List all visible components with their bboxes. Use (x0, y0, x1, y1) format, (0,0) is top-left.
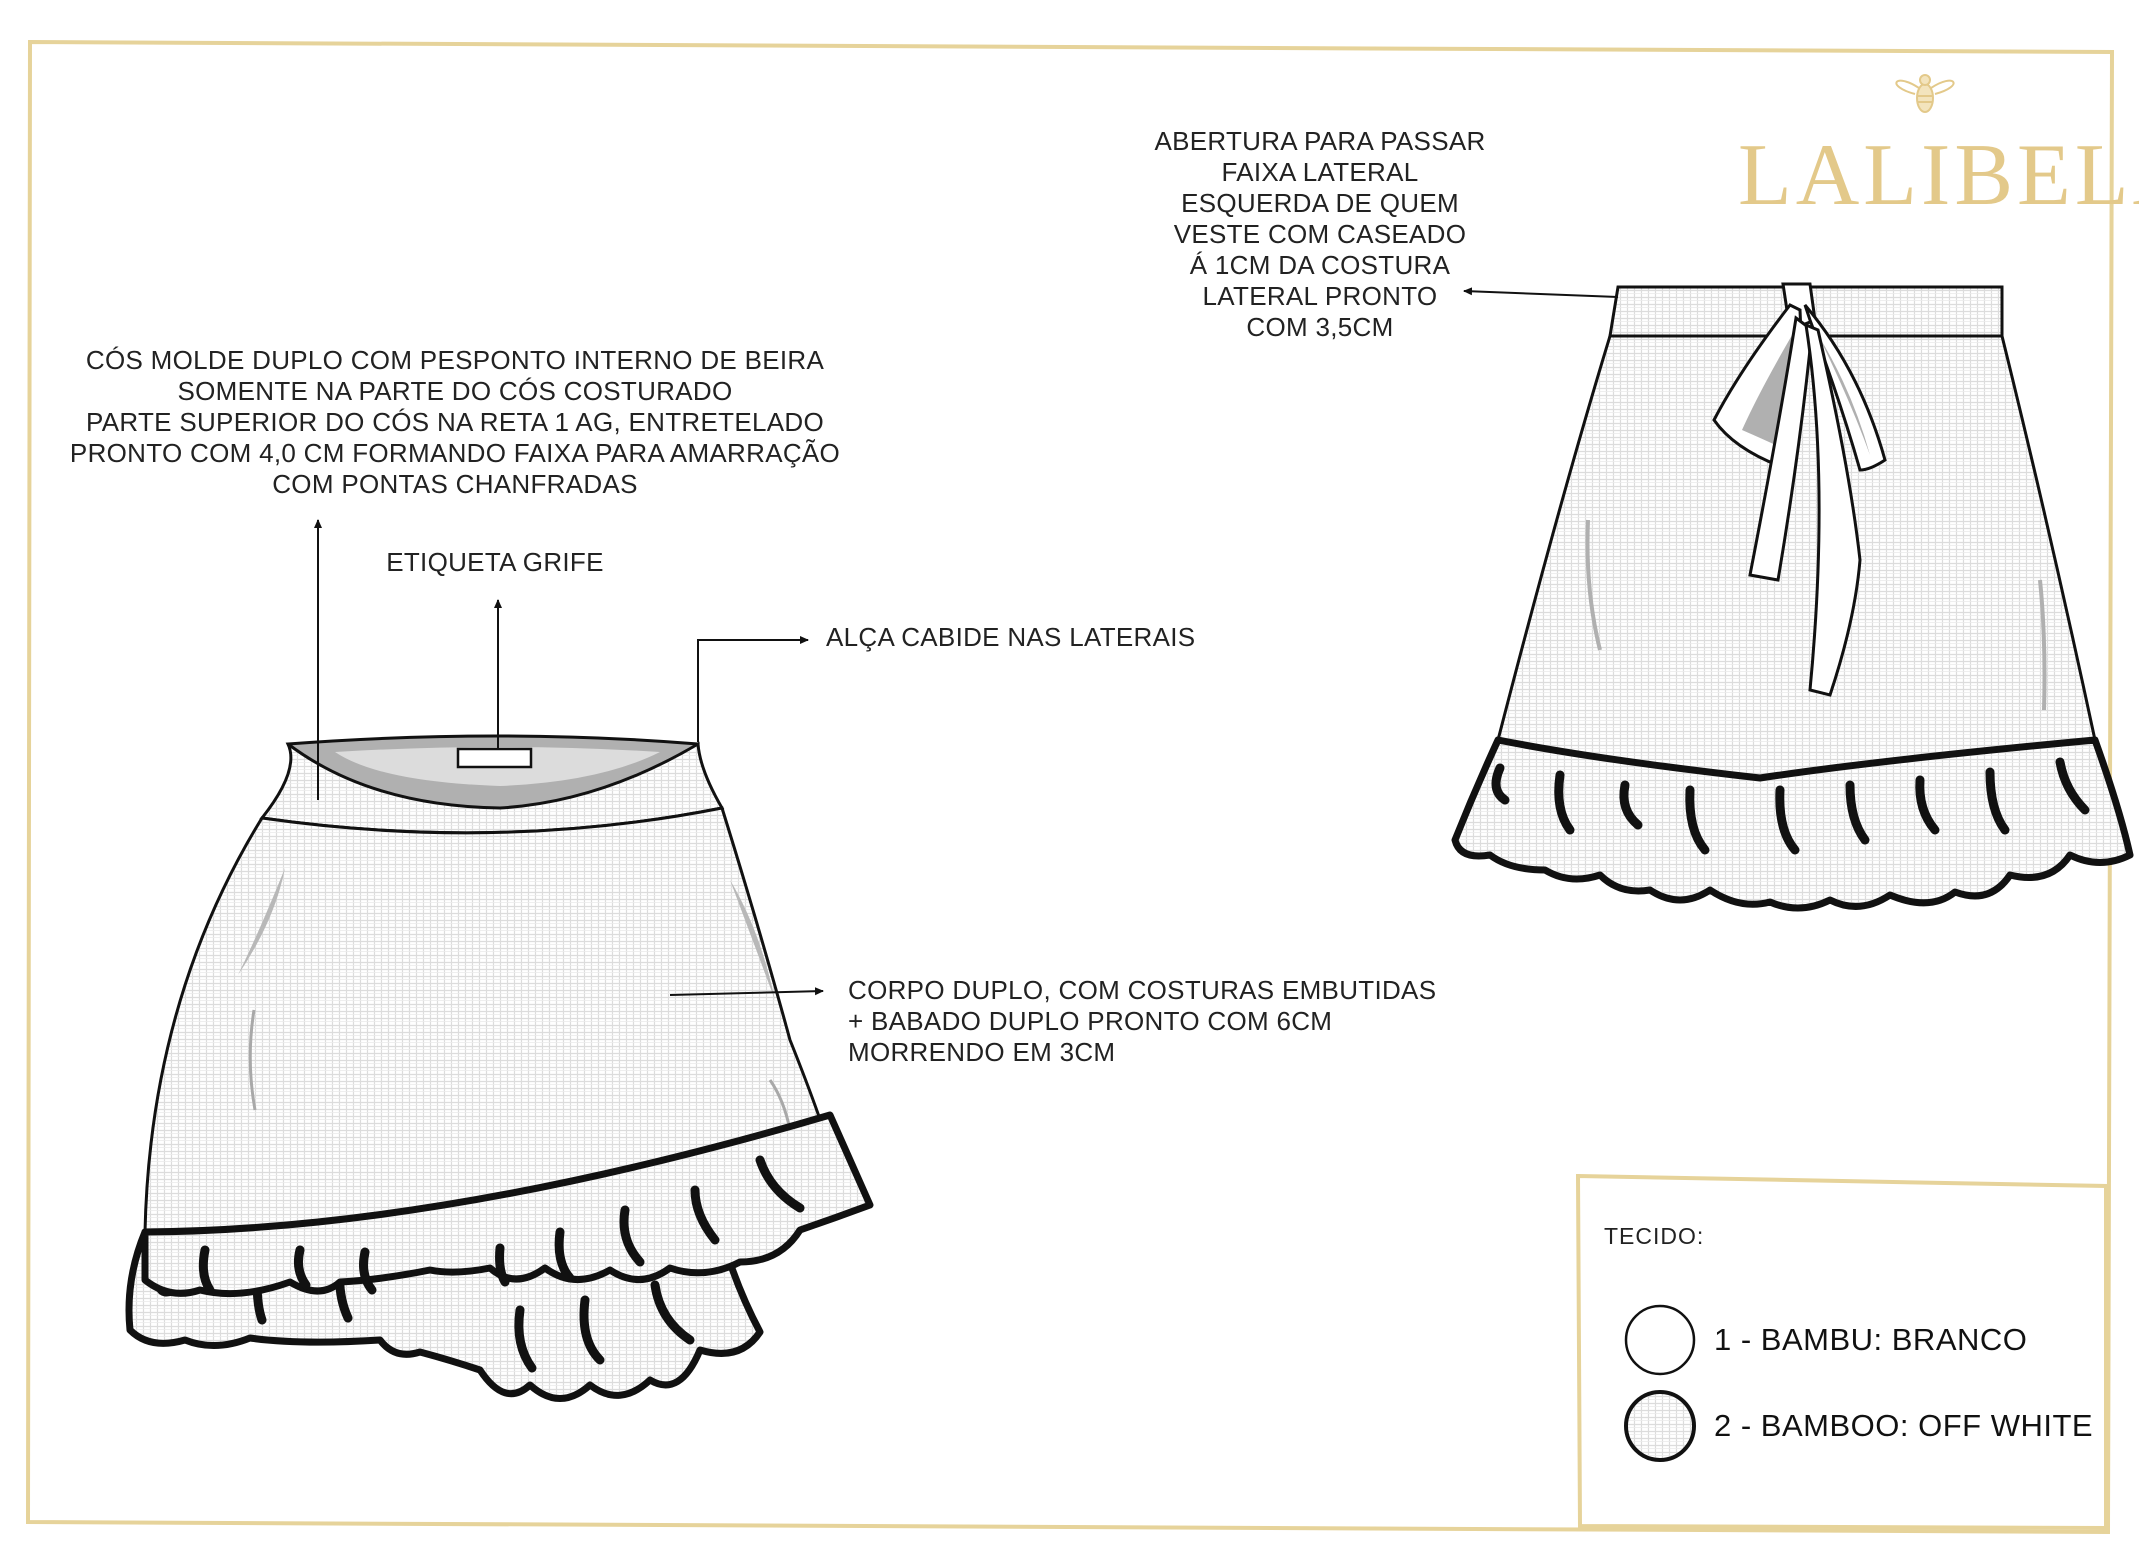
label-line: ETIQUETA GRIFE (386, 547, 604, 577)
waistband-line: PARTE SUPERIOR DO CÓS NA RETA 1 AG, ENTR… (86, 407, 824, 437)
swatch-plain-white (1624, 1304, 1696, 1376)
legend-item-1: 1 - BAMBU: BRANCO (1714, 1322, 2028, 1357)
opening-line: Á 1CM DA COSTURA (1189, 250, 1451, 280)
opening-line: ESQUERDA DE QUEM (1181, 188, 1459, 218)
front-upper-ruffle (141, 1111, 874, 1298)
fabric-legend-box (1575, 1173, 2108, 1531)
waistband-line: COM PONTAS CHANFRADAS (272, 469, 638, 499)
tie-streamer-right (1804, 322, 1862, 697)
opening-line: LATERAL PRONTO (1202, 281, 1438, 311)
waistband-annotation: CÓS MOLDE DUPLO COM PESPONTO INTERNO DE … (30, 345, 880, 500)
opening-line: VESTE COM CASEADO (1173, 219, 1467, 249)
opening-line: FAIXA LATERAL (1221, 157, 1419, 187)
body-line: + BABADO DUPLO PRONTO COM 6CM (848, 1006, 1333, 1036)
brand-label-tag (456, 747, 533, 769)
legend-title: TECIDO: (1604, 1223, 1705, 1249)
opening-line: ABERTURA PARA PASSAR (1154, 126, 1486, 156)
opening-annotation: ABERTURA PARA PASSAR FAIXA LATERAL ESQUE… (1130, 126, 1510, 343)
waistband-line: PRONTO COM 4,0 CM FORMANDO FAIXA PARA AM… (69, 438, 841, 468)
body-arrow (669, 987, 824, 996)
opening-line: COM 3,5CM (1246, 312, 1394, 342)
label-annotation: ETIQUETA GRIFE (340, 547, 650, 578)
body-annotation: CORPO DUPLO, COM COSTURAS EMBUTIDAS + BA… (848, 975, 1436, 1068)
page-frame (25, 39, 2115, 1535)
back-skirt-view (1451, 282, 2134, 912)
tie-streamer-left (1748, 315, 1814, 582)
bee-icon (1895, 74, 1955, 113)
body-line: MORRENDO EM 3CM (848, 1037, 1116, 1067)
hanger-loop-arrow (697, 636, 809, 742)
swatch-textured-off-white (1624, 1390, 1696, 1462)
waistband-line: SOMENTE NA PARTE DO CÓS COSTURADO (177, 376, 733, 406)
front-skirt-view (125, 734, 874, 1402)
opening-arrow (1463, 287, 1619, 298)
hanger-loop-annotation: ALÇA CABIDE NAS LATERAIS (826, 622, 1195, 653)
waistband-line: CÓS MOLDE DUPLO COM PESPONTO INTERNO DE … (85, 345, 825, 375)
body-line: CORPO DUPLO, COM COSTURAS EMBUTIDAS (848, 975, 1437, 1005)
legend-item-2: 2 - BAMBOO: OFF WHITE (1714, 1408, 2094, 1443)
hanger-loop-line: ALÇA CABIDE NAS LATERAIS (826, 622, 1196, 652)
